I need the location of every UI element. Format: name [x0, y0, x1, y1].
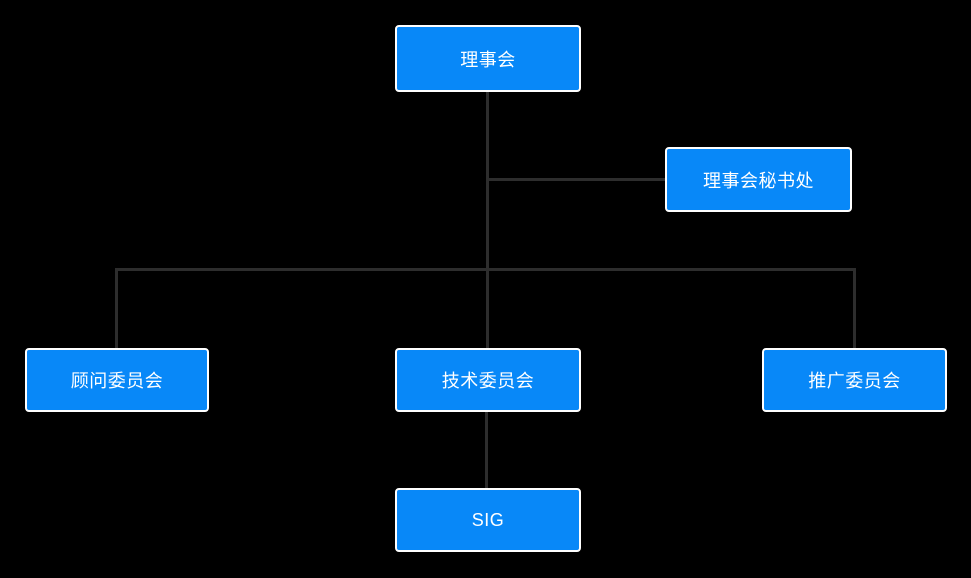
connector-branch-to-advisory: [115, 268, 118, 348]
node-sig: SIG: [395, 488, 581, 552]
connector-branch-to-promotion: [853, 268, 856, 348]
connector-board-to-secretariat: [486, 178, 665, 181]
connector-board-to-technical: [486, 92, 489, 348]
node-advisory-committee: 顾问委员会: [25, 348, 209, 412]
node-board-label: 理事会: [460, 49, 516, 70]
node-board: 理事会: [395, 25, 581, 92]
node-secretariat: 理事会秘书处: [665, 147, 852, 212]
node-advisory-committee-label: 顾问委员会: [70, 371, 164, 391]
node-sig-label: SIG: [471, 509, 505, 530]
node-technical-committee-label: 技术委员会: [441, 371, 535, 391]
node-technical-committee: 技术委员会: [395, 348, 581, 412]
node-promotion-committee: 推广委员会: [762, 348, 947, 412]
node-secretariat-label: 理事会秘书处: [703, 170, 814, 191]
connector-branch-horizontal: [115, 268, 856, 271]
node-promotion-committee-label: 推广委员会: [808, 371, 901, 391]
connector-technical-to-sig: [485, 412, 488, 488]
